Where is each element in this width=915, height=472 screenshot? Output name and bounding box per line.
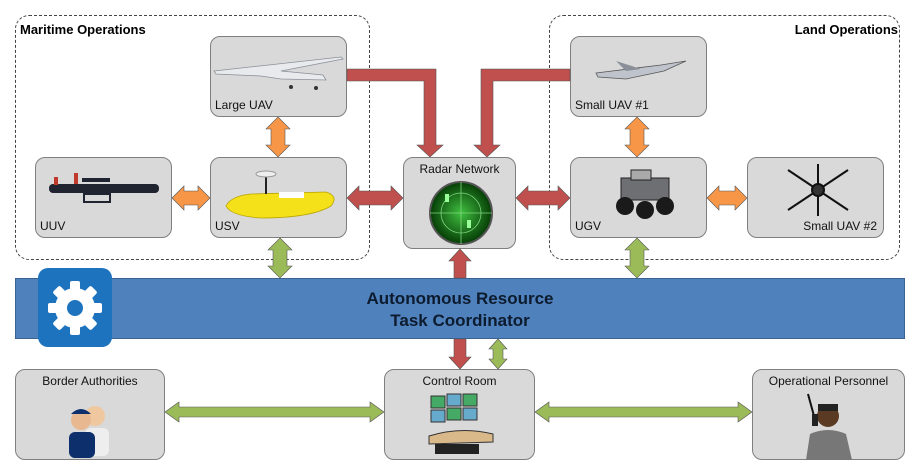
node-radar-network[interactable]: Radar Network — [403, 157, 516, 249]
arrow-coordinator-to-radar — [448, 248, 472, 279]
radar-icon — [429, 181, 493, 245]
land-operations-group — [549, 15, 900, 260]
arrow-coordinator-control-room — [488, 338, 508, 370]
usv-image — [225, 170, 335, 219]
node-uuv[interactable]: UUV — [35, 157, 172, 238]
arrow-ugv-coordinator — [624, 237, 650, 279]
arrow-usv-radar — [346, 185, 404, 211]
arrow-usv-coordinator — [267, 237, 293, 279]
control-room-label: Control Room — [422, 374, 497, 388]
gear-icon — [38, 268, 112, 347]
coordinator-line1: Autonomous Resource — [366, 289, 554, 308]
small-uav-2-label: Small UAV #2 — [803, 219, 877, 233]
arrow-small-uav1-ugv — [624, 116, 650, 158]
arrow-control-room-personnel — [534, 401, 753, 423]
small-uav-1-image — [595, 60, 687, 80]
arrow-coordinator-to-control-room — [448, 338, 472, 370]
large-uav-label: Large UAV — [215, 98, 273, 112]
arrow-large-uav-usv — [265, 116, 291, 158]
maritime-operations-title: Maritime Operations — [20, 22, 146, 37]
arrow-large-uav-to-radar — [346, 68, 444, 158]
radar-network-label: Radar Network — [419, 162, 500, 176]
control-room-icon — [428, 393, 494, 454]
large-uav-image — [213, 56, 344, 90]
node-usv[interactable]: USV — [210, 157, 347, 238]
node-border-authorities[interactable]: Border Authorities — [15, 369, 165, 460]
node-operational-personnel[interactable]: Operational Personnel — [752, 369, 905, 460]
arrow-border-control-room — [164, 401, 385, 423]
operational-personnel-label: Operational Personnel — [768, 374, 889, 388]
node-small-uav-1[interactable]: Small UAV #1 — [570, 36, 707, 117]
small-uav-2-image — [787, 164, 849, 216]
coordinator-line2: Task Coordinator — [390, 311, 530, 330]
maritime-operations-group — [15, 15, 370, 260]
node-control-room[interactable]: Control Room — [384, 369, 535, 460]
land-operations-title: Land Operations — [794, 22, 898, 37]
uuv-label: UUV — [40, 219, 66, 233]
arrow-small-uav1-to-radar — [473, 68, 571, 158]
ugv-label: UGV — [575, 219, 602, 233]
node-large-uav[interactable]: Large UAV — [210, 36, 347, 117]
border-authorities-label: Border Authorities — [42, 374, 138, 388]
arrow-uuv-usv — [171, 185, 211, 211]
node-ugv[interactable]: UGV — [570, 157, 707, 238]
uuv-image — [49, 173, 159, 203]
arrow-ugv-small-uav2 — [706, 185, 748, 211]
small-uav-1-label: Small UAV #1 — [575, 98, 649, 112]
usv-label: USV — [215, 219, 240, 233]
node-small-uav-2[interactable]: Small UAV #2 — [747, 157, 884, 238]
arrow-radar-ugv — [515, 185, 571, 211]
border-authorities-icon — [69, 406, 109, 458]
ugv-image — [616, 169, 674, 219]
operational-personnel-icon — [806, 393, 852, 460]
